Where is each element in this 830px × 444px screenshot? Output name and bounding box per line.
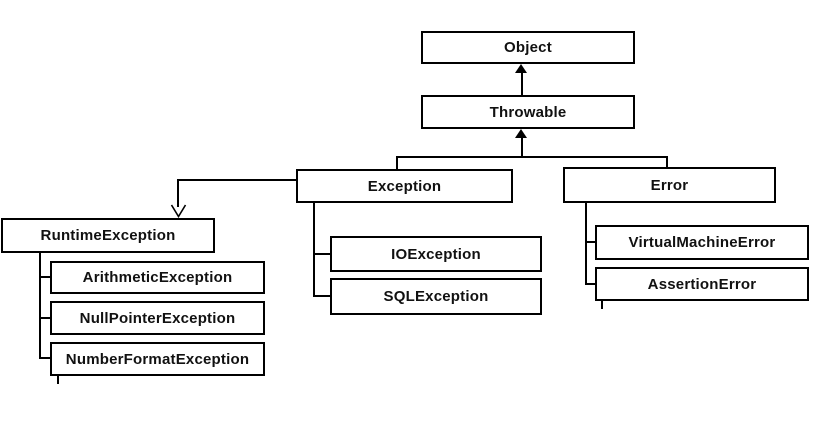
edge-exception-to-runtime-vertical bbox=[177, 179, 179, 207]
edge-to-arithmetic-exception bbox=[39, 276, 50, 278]
edge-to-assertion-error bbox=[585, 283, 595, 285]
node-arithmetic-exception: ArithmeticException bbox=[50, 261, 265, 294]
edge-exception-children-vertical bbox=[313, 203, 315, 297]
node-object: Object bbox=[421, 31, 635, 64]
edge-to-io-exception bbox=[313, 253, 330, 255]
edge-exception-to-runtime-horizontal bbox=[177, 179, 296, 181]
arrowhead-down-runtime-icon bbox=[170, 204, 187, 218]
node-exception: Exception bbox=[296, 169, 513, 203]
node-throwable: Throwable bbox=[421, 95, 635, 129]
node-number-format-exception: NumberFormatException bbox=[50, 342, 265, 376]
node-sql-exception: SQLException bbox=[330, 278, 542, 315]
edge-to-number-format-exception bbox=[39, 357, 50, 359]
edge-runtime-children-vertical bbox=[39, 253, 41, 359]
edge-to-virtual-machine-error bbox=[585, 241, 595, 243]
edge-throwable-to-object bbox=[521, 71, 523, 95]
edge-branch-to-error bbox=[666, 156, 668, 168]
edge-children-to-throwable bbox=[521, 138, 523, 157]
edge-to-null-pointer-exception bbox=[39, 317, 50, 319]
edge-branch-to-exception bbox=[396, 156, 398, 170]
edge-error-children-vertical bbox=[585, 203, 587, 284]
tick-below-assertion-error bbox=[601, 301, 603, 309]
node-assertion-error: AssertionError bbox=[595, 267, 809, 301]
node-runtime-exception: RuntimeException bbox=[1, 218, 215, 253]
edge-to-sql-exception bbox=[313, 295, 330, 297]
arrowhead-up-throwable-icon bbox=[515, 129, 527, 138]
node-null-pointer-exception: NullPointerException bbox=[50, 301, 265, 335]
tick-below-number-format-exception bbox=[57, 376, 59, 384]
node-error: Error bbox=[563, 167, 776, 203]
node-io-exception: IOException bbox=[330, 236, 542, 272]
node-virtual-machine-error: VirtualMachineError bbox=[595, 225, 809, 260]
edge-branch-horizontal bbox=[396, 156, 668, 158]
arrowhead-up-object-icon bbox=[515, 64, 527, 73]
